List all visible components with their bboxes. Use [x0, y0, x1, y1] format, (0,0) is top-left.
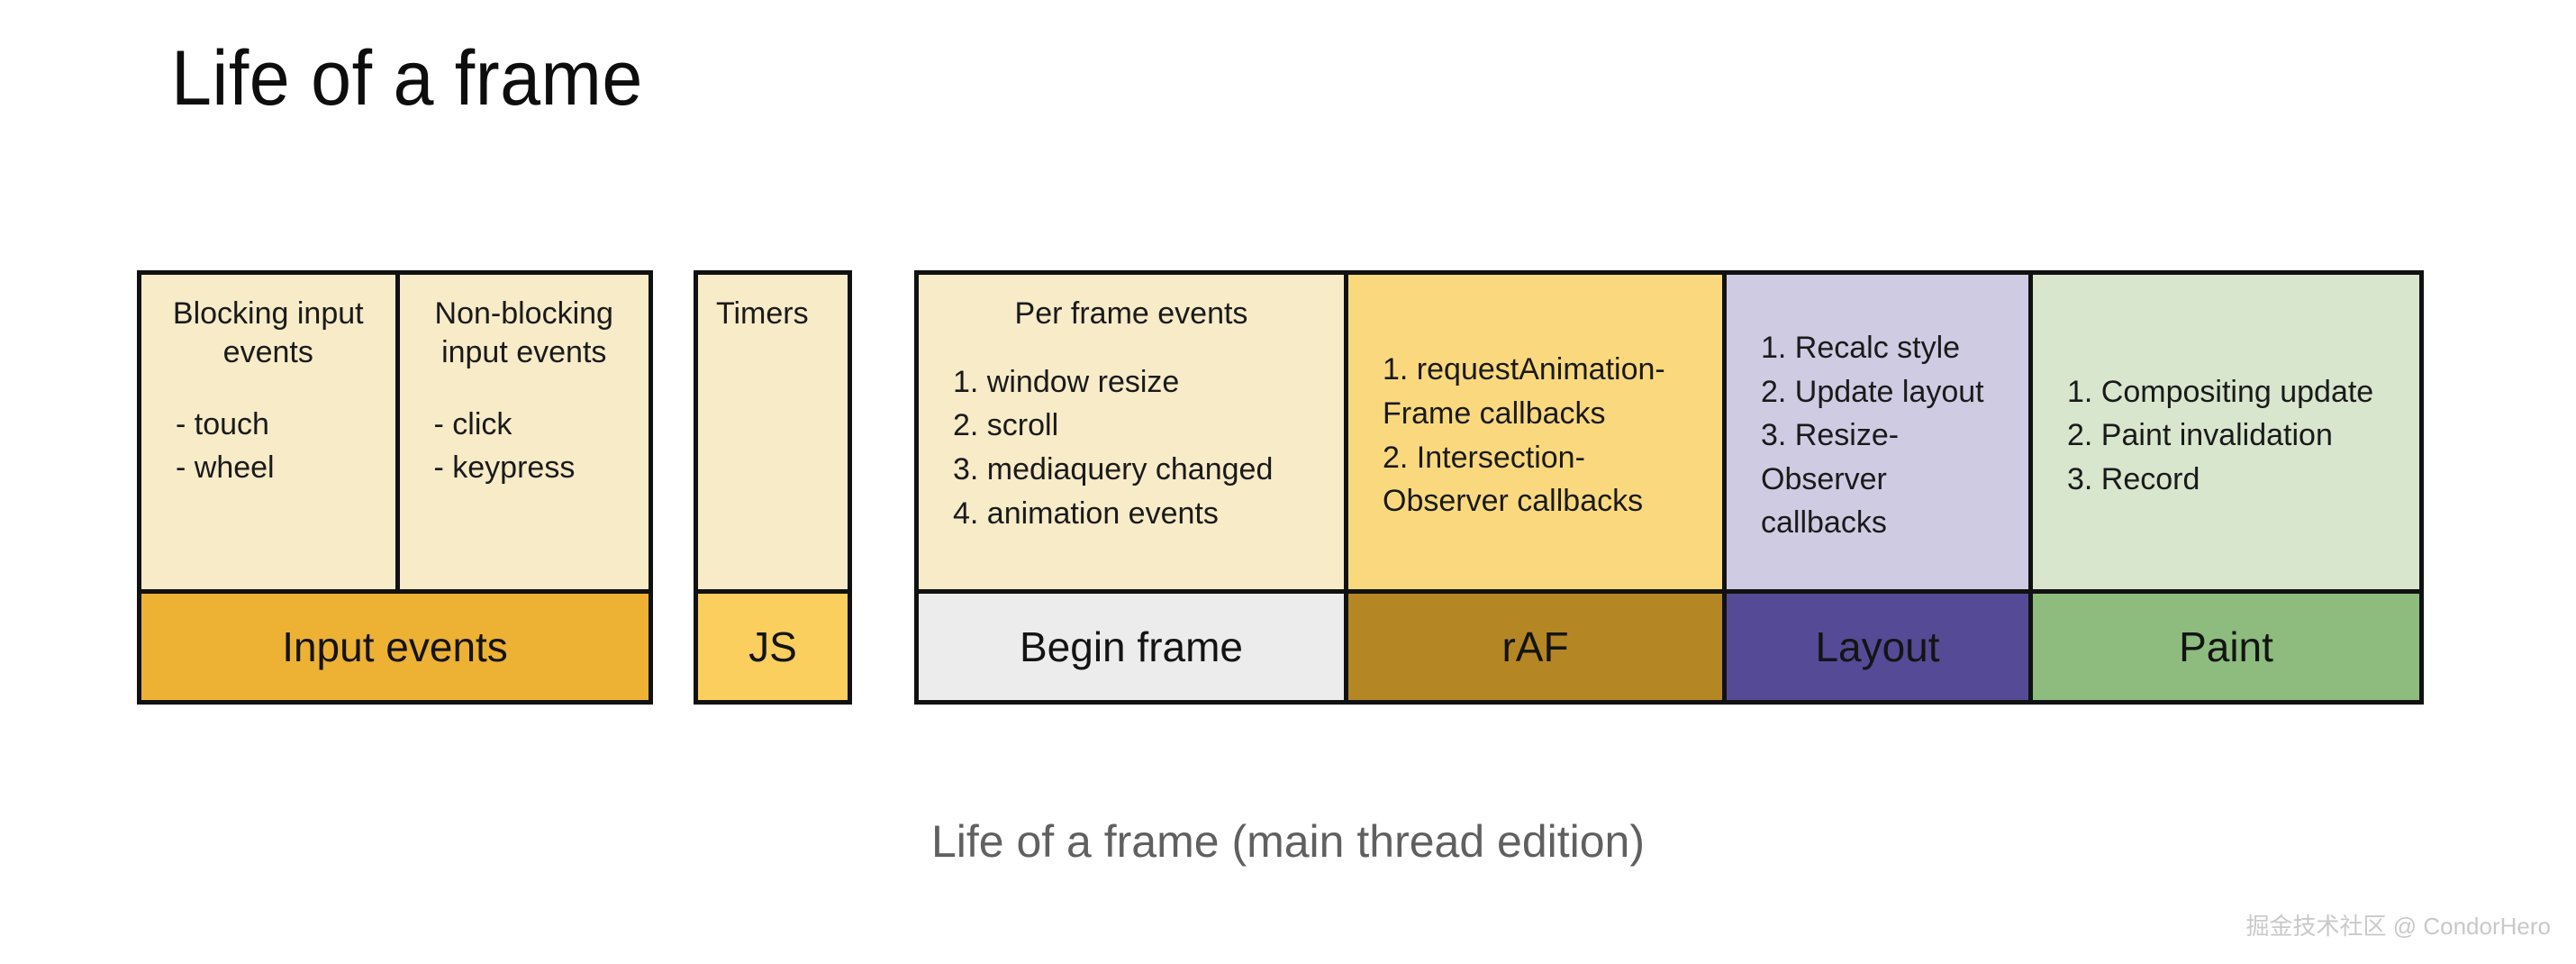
- layout-bar-label: Layout: [1815, 623, 1940, 670]
- list-item: 2. scroll: [953, 408, 1059, 443]
- raf-bar: rAF: [1344, 594, 1722, 700]
- list-item: 2. Paint invalidation: [2067, 418, 2333, 453]
- diagram-caption: Life of a frame (main thread edition): [930, 816, 1646, 867]
- raf-callbacks-list: 1. requestAnimation- Frame callbacks 2. …: [1383, 348, 1704, 523]
- input-events-bar-label: Input events: [282, 623, 508, 670]
- begin-frame-bar-label: Begin frame: [1019, 623, 1243, 670]
- non-blocking-input-events-heading: Non-blocking input events: [434, 296, 613, 369]
- watermark: 掘金技术社区 @ CondorHero: [2245, 913, 2551, 940]
- layout-bar: Layout: [1722, 594, 2028, 700]
- paint-bar-label: Paint: [2179, 623, 2273, 670]
- layout-steps-list: 1. Recalc style 2. Update layout 3. Resi…: [1761, 326, 2010, 545]
- per-frame-events-heading: Per frame events: [1014, 296, 1248, 331]
- list-item: 1. Compositing update: [2067, 374, 2374, 409]
- cell-blocking-input-events: Blocking input events - touch - wheel: [141, 275, 395, 589]
- cell-timers: Timers: [698, 275, 848, 589]
- cell-paint-steps: 1. Compositing update 2. Paint invalidat…: [2028, 275, 2419, 589]
- timers-heading: Timers: [716, 296, 809, 331]
- js-bar: JS: [698, 594, 848, 700]
- list-item: 3. mediaquery changed: [953, 452, 1274, 487]
- group-js-bottom: JS: [698, 589, 848, 700]
- begin-frame-bar: Begin frame: [919, 594, 1344, 700]
- raf-bar-label: rAF: [1501, 623, 1569, 670]
- list-item: - keypress: [433, 450, 576, 486]
- list-item: 2. Intersection- Observer callbacks: [1383, 440, 1644, 519]
- cell-per-frame-events: Per frame events 1. window resize 2. scr…: [919, 275, 1344, 589]
- cell-raf-callbacks: 1. requestAnimation- Frame callbacks 2. …: [1344, 275, 1722, 589]
- cell-layout-steps: 1. Recalc style 2. Update layout 3. Resi…: [1722, 275, 2028, 589]
- group-input-events-bottom: Input events: [141, 589, 649, 700]
- group-frame-pipeline-bottom: Begin frame rAF Layout Paint: [919, 589, 2419, 700]
- group-js-top: Timers: [698, 275, 848, 589]
- list-item: 3. Record: [2067, 461, 2200, 496]
- group-frame-pipeline-top: Per frame events 1. window resize 2. scr…: [919, 275, 2419, 589]
- group-frame-pipeline: Per frame events 1. window resize 2. scr…: [914, 270, 2424, 705]
- list-item: 1. requestAnimation- Frame callbacks: [1383, 352, 1665, 431]
- list-item: 3. Resize- Observer callbacks: [1761, 418, 1900, 541]
- paint-bar: Paint: [2028, 594, 2419, 700]
- group-input-events: Blocking input events - touch - wheel No…: [137, 270, 653, 705]
- paint-steps-list: 1. Compositing update 2. Paint invalidat…: [2067, 370, 2401, 502]
- list-item: 2. Update layout: [1761, 374, 1984, 409]
- blocking-input-events-list: - touch - wheel: [176, 403, 377, 490]
- input-events-bar: Input events: [141, 594, 649, 700]
- cell-non-blocking-input-events: Non-blocking input events - click - keyp…: [395, 275, 649, 589]
- group-input-events-top: Blocking input events - touch - wheel No…: [141, 275, 649, 589]
- list-item: - wheel: [176, 450, 275, 486]
- list-item: 1. window resize: [953, 364, 1180, 399]
- list-item: 1. Recalc style: [1761, 330, 1961, 365]
- blocking-input-events-heading: Blocking input events: [172, 296, 364, 369]
- frame-lifecycle-diagram: Blocking input events - touch - wheel No…: [0, 270, 2576, 712]
- js-bar-label: JS: [748, 623, 797, 670]
- per-frame-events-list: 1. window resize 2. scroll 3. mediaquery…: [953, 360, 1326, 535]
- list-item: - touch: [176, 406, 269, 441]
- page-title: Life of a frame: [171, 35, 643, 122]
- non-blocking-input-events-list: - click - keypress: [434, 403, 631, 490]
- list-item: 4. animation events: [953, 496, 1219, 531]
- group-js: Timers JS: [694, 270, 852, 705]
- list-item: - click: [433, 406, 512, 441]
